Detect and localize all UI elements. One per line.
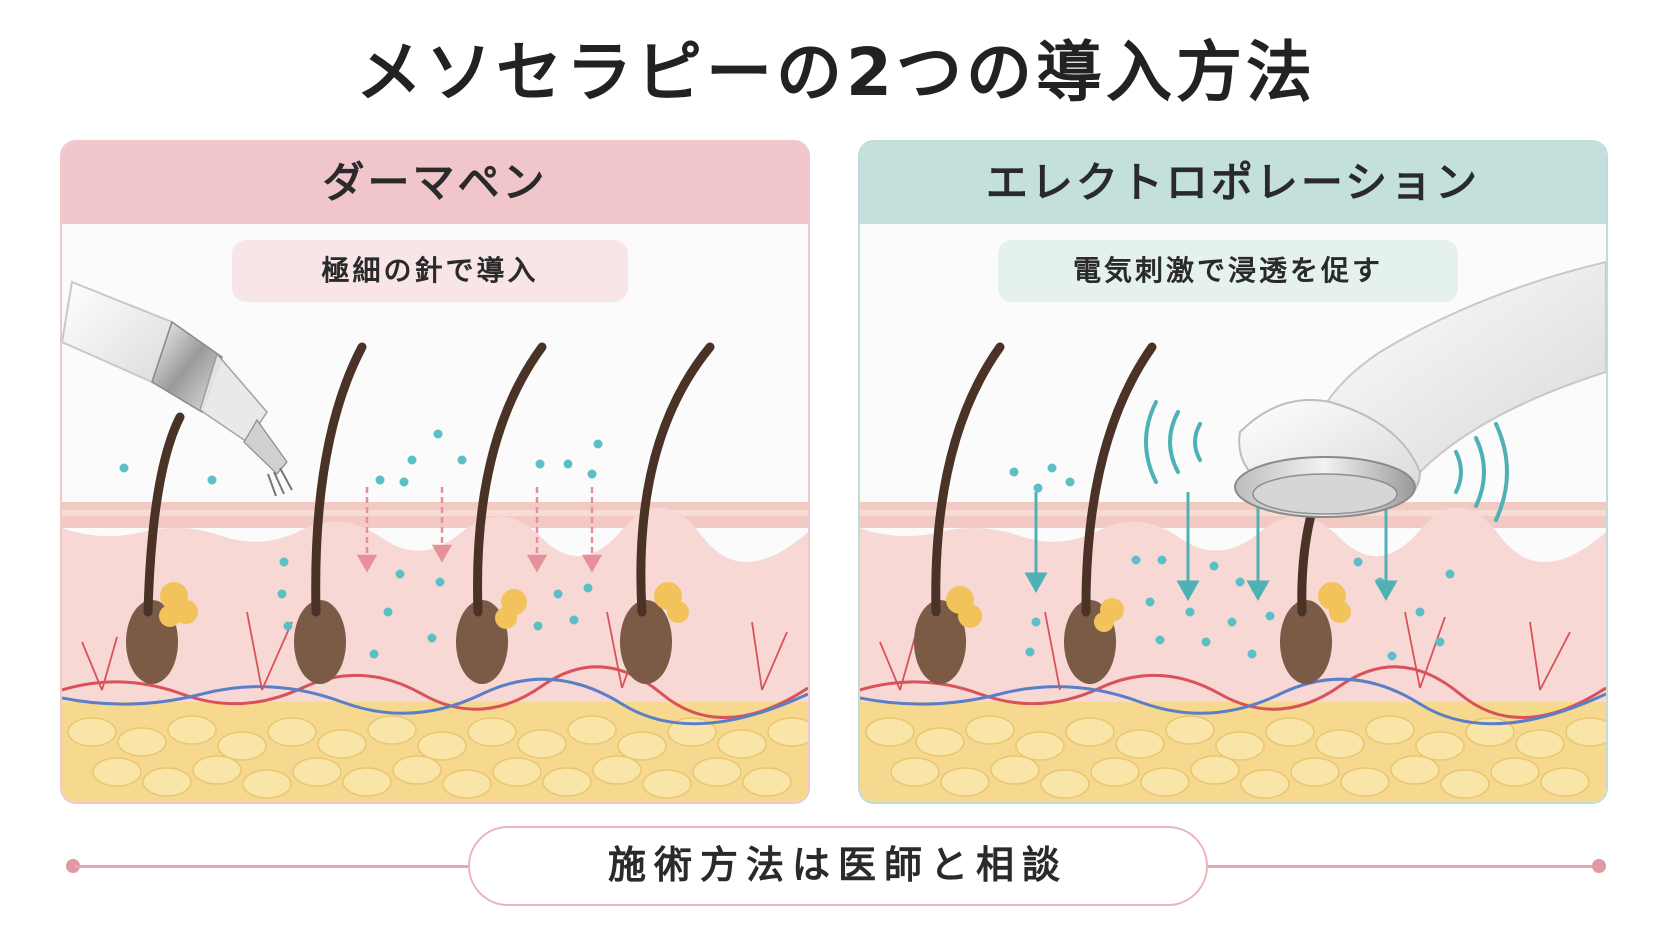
- footer-dot-right: [1592, 859, 1606, 873]
- panel-dermapen: ダーマペン 極細の針で導入: [60, 140, 810, 804]
- footer-line-left: [74, 865, 468, 868]
- panel-subtitle: 電気刺激で浸透を促す: [998, 240, 1458, 302]
- footer-note: 施術方法は医師と相談: [468, 826, 1208, 906]
- dermapen-device-icon: [62, 282, 292, 496]
- footer-line-right: [1208, 865, 1598, 868]
- page-title: メソセラピーの2つの導入方法: [0, 28, 1672, 118]
- panel-subtitle: 極細の針で導入: [232, 240, 628, 302]
- panel-electroporation: エレクトロポレーション 電気刺激で浸透を促す: [858, 140, 1608, 804]
